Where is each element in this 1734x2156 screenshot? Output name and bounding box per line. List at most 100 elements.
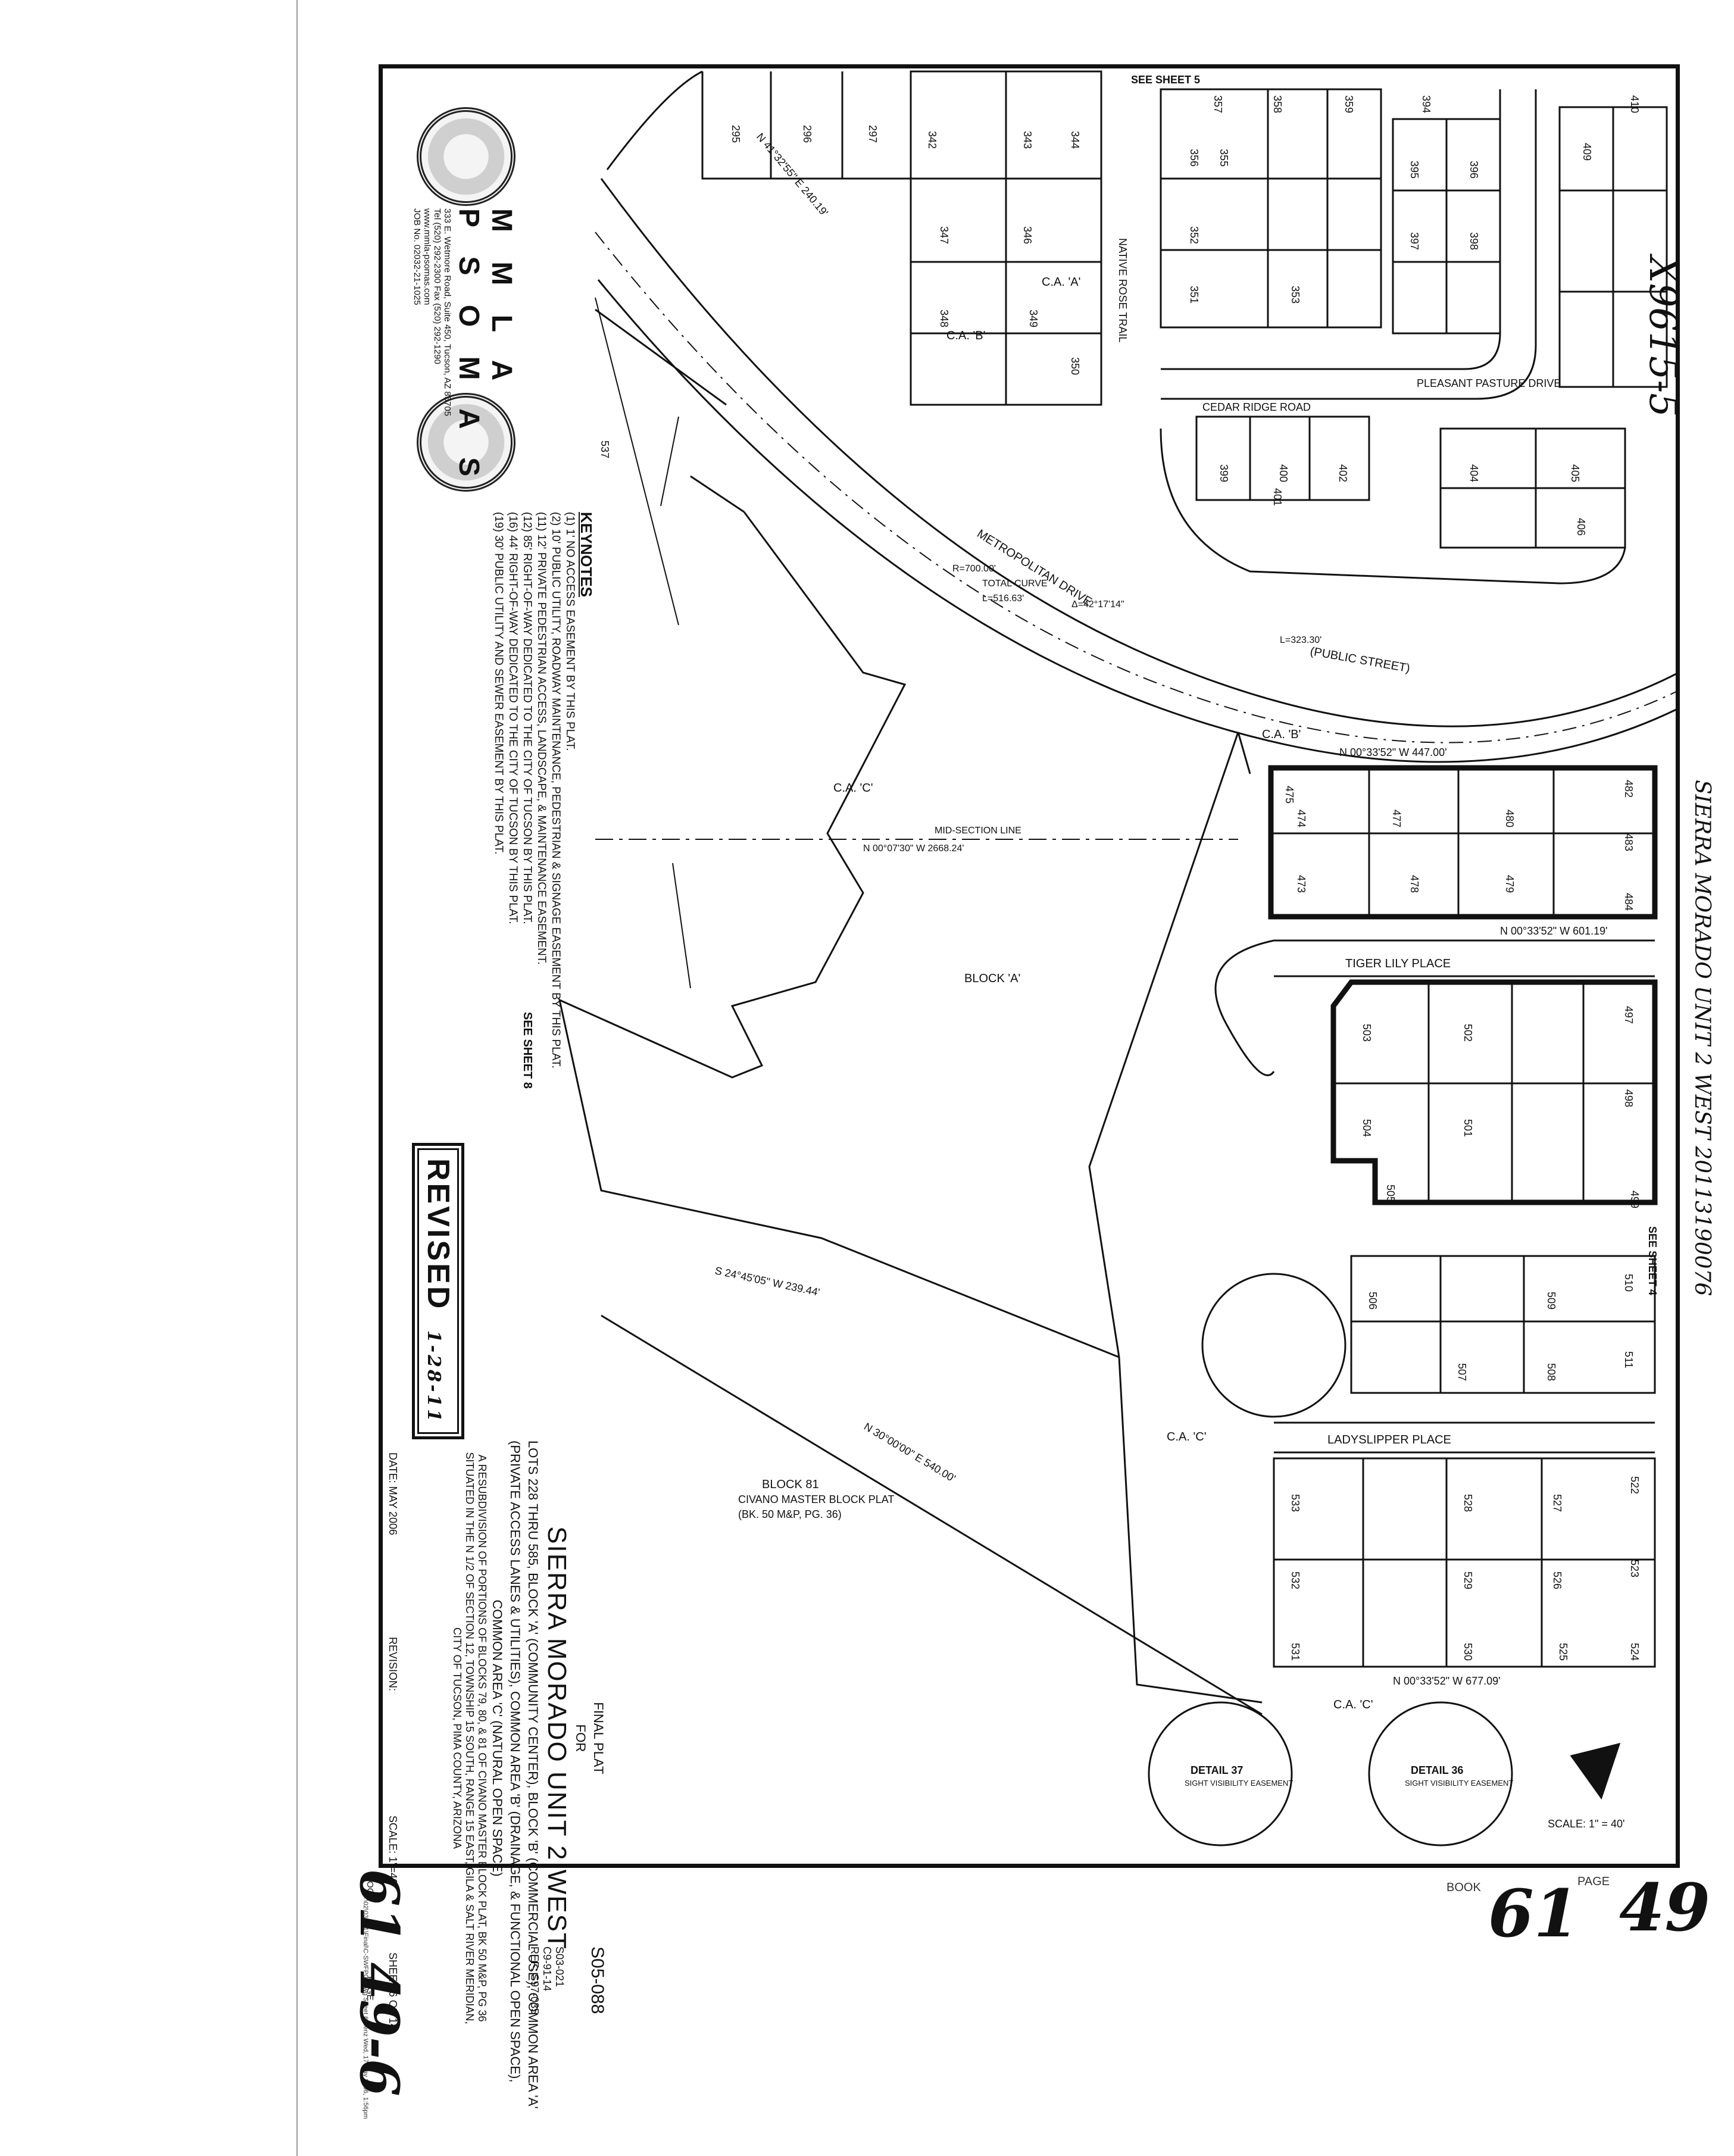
lot-number: 511 (1623, 1351, 1635, 1368)
keynotes-title: KEYNOTES (577, 512, 595, 598)
lot-number: 478 (1408, 875, 1420, 893)
lot-number: 406 (1575, 518, 1587, 536)
metropolitan-drive-edge-1 (600, 178, 1679, 727)
lot-number: 474 (1295, 810, 1307, 827)
lot-number: 297 (867, 125, 879, 143)
bearing-7: N 00°07'30" W 2668.24' (863, 843, 964, 854)
page-caption-bottom: PAGE (1577, 1875, 1610, 1888)
firm-job: JOB No. 02032-21-1025 (412, 208, 422, 305)
city-note: CITY OF TUCSON, PIMA COUNTY, ARIZONA (451, 1627, 463, 1849)
resubdivision-note: A RESUBDIVISION OF PORTIONS OF BLOCKS 79… (476, 1454, 488, 2022)
ca-a-label-1: C.A. 'A' (1042, 276, 1080, 289)
civano-label: CIVANO MASTER BLOCK PLAT (738, 1493, 894, 1505)
lot-number: 397 (1408, 232, 1420, 250)
lot-number: 401 (1271, 488, 1283, 506)
handwritten-book-number: 61 (1488, 1875, 1580, 1952)
keynote-19: (19) 30' PUBLIC UTILITY AND SEWER EASEME… (492, 512, 505, 855)
lot-number: 523 (1629, 1560, 1641, 1577)
north-arrow-main (1570, 1742, 1621, 1800)
lot-number: 399 (1218, 464, 1230, 482)
lot-number: 510 (1623, 1274, 1635, 1292)
lot-number: 405 (1569, 464, 1581, 482)
lot-number: 504 (1361, 1119, 1373, 1137)
lot-number: 524 (1629, 1643, 1641, 1661)
pleasant-pasture-drive (1161, 89, 1501, 370)
lot-number: 342 (926, 131, 938, 149)
lot-number: 501 (1462, 1119, 1474, 1137)
block-a-label: BLOCK 'A' (964, 972, 1020, 985)
block-81-label: BLOCK 81 (762, 1478, 819, 1491)
north-arc (606, 70, 703, 170)
see-sheet-5-label: SEE SHEET 5 (1131, 74, 1200, 86)
street-native-rose: NATIVE ROSE TRAIL (1117, 238, 1129, 342)
block-a-boundary (1088, 732, 1239, 1358)
lot-number: 477 (1391, 810, 1402, 827)
see-sheet-4-label: SEE SHEET 4 (1646, 1226, 1658, 1295)
reference-numbers: S03-021 C9-91-14 REF: S97-035 (529, 1946, 565, 2015)
lots-description-3: COMMON AREA 'C' (NATURAL OPEN SPACE) (490, 1599, 505, 1877)
bearing-5: N 30°00'00" E 540.00' (862, 1420, 958, 1485)
curve-delta: Δ=42°17'14" (1071, 599, 1124, 610)
lot-number: 527 (1551, 1494, 1563, 1512)
lot-number: 507 (1456, 1363, 1468, 1381)
lot-number: 479 (1504, 875, 1516, 893)
civano-book: (BK. 50 M&P, PG. 36) (738, 1508, 842, 1520)
lot-number: 356 (1188, 149, 1200, 167)
detail-36-circle (1368, 1701, 1513, 1846)
lot-number: 505 (1385, 1185, 1396, 1202)
lot-number: 359 (1343, 95, 1355, 113)
lot-number: 295 (730, 125, 742, 143)
lot-number: 402 (1337, 464, 1349, 482)
registration-seal-1 (417, 107, 515, 206)
lot-number: 400 (1277, 464, 1289, 482)
ca-c-label-2: C.A. 'C' (1167, 1430, 1207, 1443)
lot-number: 483 (1623, 833, 1635, 851)
lot-number: 473 (1295, 875, 1307, 893)
firm-phone: Tel (520) 292-2300 Fax (520) 292-1290 (432, 208, 442, 364)
lot-number: 296 (801, 125, 813, 143)
lot-number: 508 (1545, 1363, 1557, 1381)
keynote-1: (1) 1' NO ACCESS EASEMENT BY THIS PLAT. (564, 512, 576, 751)
lot-number: 484 (1623, 893, 1635, 911)
lot-number: 355 (1218, 149, 1230, 167)
lot-number: 533 (1289, 1494, 1301, 1512)
lot-number: 394 (1420, 95, 1432, 113)
lots-description-2: (PRIVATE ACCESS LANES & UTILITIES), COMM… (508, 1441, 523, 2083)
keynote-12: (12) 85' RIGHT-OF-WAY DEDICATED TO THE C… (521, 512, 533, 924)
handwritten-page-number: 49 (1619, 1869, 1711, 1946)
page-margin-rule (296, 0, 298, 2156)
lot-number: 509 (1545, 1292, 1557, 1310)
lot-number: 480 (1504, 810, 1516, 827)
lot-number: 357 (1212, 95, 1224, 113)
handwritten-book-page: 61 49-6 (348, 1869, 411, 2096)
lot-number: 522 (1629, 1476, 1641, 1494)
lot-number: 482 (1623, 780, 1635, 798)
ca-c-label-1: C.A. 'C' (833, 782, 873, 795)
title-revision: REVISION: (387, 1637, 399, 1692)
lot-number: 537 (599, 440, 611, 458)
ca-c-label-3: C.A. 'C' (1333, 1698, 1373, 1711)
case-number: S05-088 (588, 1946, 607, 2014)
mid-section-line-label: MID-SECTION LINE (935, 826, 1021, 836)
handwritten-recording-number: X9615-5 (1641, 256, 1685, 417)
ca-b-label-2: C.A. 'B' (946, 329, 985, 342)
lot-number: 530 (1462, 1643, 1474, 1661)
bearing-1: N 41°32'55" E 240.19' (754, 131, 830, 218)
lot-number: 347 (938, 226, 950, 244)
keynotes-block: KEYNOTES (1) 1' NO ACCESS EASEMENT BY TH… (491, 512, 595, 1068)
lot-number: 358 (1271, 95, 1283, 113)
lot-number: 497 (1623, 1006, 1635, 1024)
lot-number: 352 (1188, 226, 1200, 244)
lot-number: 502 (1462, 1024, 1474, 1042)
keynote-16: (16) 44' RIGHT-OF-WAY DEDICATED TO THE C… (507, 512, 519, 924)
south-line (601, 1314, 1263, 1716)
lot-number: 409 (1581, 143, 1593, 161)
lot-number: 532 (1289, 1571, 1301, 1589)
title-date: DATE: MAY 2006 (387, 1452, 399, 1536)
revised-label: REVISED (421, 1158, 455, 1311)
lot-block-501-505-boundary (1330, 979, 1658, 1205)
handwritten-side-note: SIERRA MORADO UNIT 2 WEST 20113190076 (1690, 780, 1714, 1296)
registration-seal-2 (417, 393, 515, 492)
bearing-3: N 00°33'52" W 601.19' (1500, 925, 1608, 937)
